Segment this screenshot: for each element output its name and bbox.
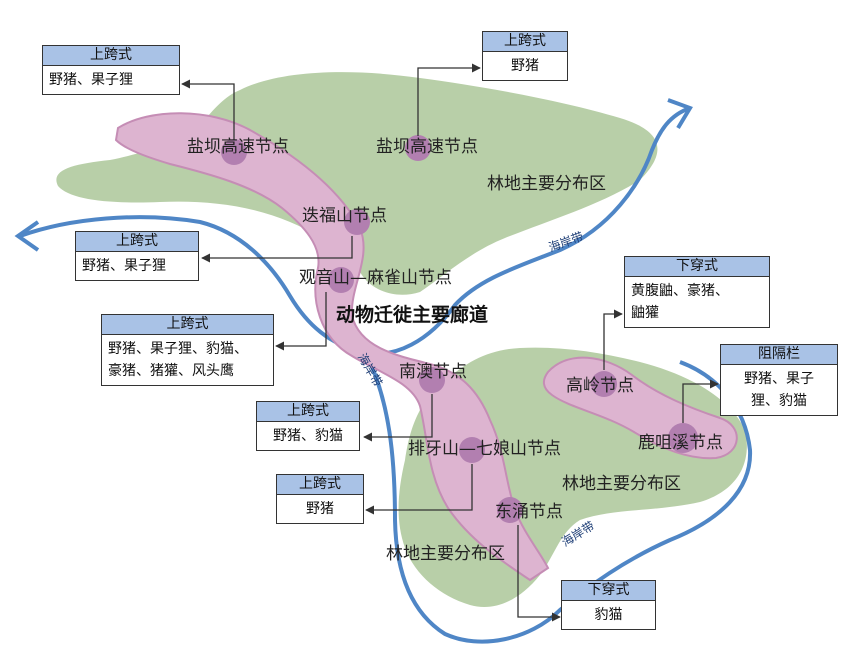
callout-species: 豹猫 bbox=[594, 607, 623, 623]
callout-species: 野猪、果子狸、豹猫、 豪猪、猪獾、风头鹰 bbox=[102, 335, 273, 385]
node-marker-yantian-east bbox=[405, 135, 431, 161]
forest-label-south: 林地主要分布区 bbox=[386, 544, 505, 564]
node-marker-dongchong bbox=[497, 497, 523, 523]
callout-species: 野猪 bbox=[306, 501, 334, 517]
coastline-south bbox=[363, 351, 753, 644]
node-marker-luzuixi bbox=[668, 423, 698, 453]
callout-type: 上跨式 bbox=[483, 32, 567, 52]
leader-line-5 bbox=[363, 394, 433, 442]
callout-species: 野猪、果子狸 bbox=[82, 258, 166, 274]
leader-line-1 bbox=[181, 79, 235, 140]
callout-type: 下穿式 bbox=[625, 257, 769, 277]
node-label-nanao: 南澳节点 bbox=[399, 362, 467, 382]
coastline-north bbox=[19, 106, 691, 356]
leader-line-8 bbox=[682, 379, 719, 423]
node-marker-yantian-west bbox=[221, 139, 247, 165]
leader-line-7 bbox=[603, 309, 623, 370]
callout-box-4: 上跨式 野猪、果子狸、豹猫、 豪猪、猪獾、风头鹰 bbox=[101, 314, 274, 386]
leader-line-9 bbox=[517, 525, 561, 622]
forest-label-east: 林地主要分布区 bbox=[562, 474, 681, 494]
callout-type: 上跨式 bbox=[257, 402, 359, 422]
leader-line-2 bbox=[417, 63, 481, 136]
callout-type: 下穿式 bbox=[562, 581, 655, 601]
callout-species-line: 野猪、果子 bbox=[744, 371, 814, 387]
callout-box-8: 阻隔栏 野猪、果子 狸、豹猫 bbox=[720, 344, 838, 416]
callout-type: 上跨式 bbox=[43, 46, 179, 66]
leader-line-6 bbox=[365, 464, 473, 515]
callout-species-line: 鼬獾 bbox=[631, 305, 659, 321]
callout-species: 野猪、果子 狸、豹猫 bbox=[721, 365, 837, 415]
callout-species-line: 狸、豹猫 bbox=[751, 393, 807, 409]
node-label-yantian-east: 盐坝高速节点 bbox=[376, 137, 478, 157]
callout-species: 野猪、果子狸 bbox=[49, 72, 133, 88]
callout-type: 上跨式 bbox=[76, 232, 198, 252]
callout-species-line: 豪猪、猪獾、风头鹰 bbox=[108, 363, 234, 379]
node-marker-gaoling bbox=[591, 371, 617, 397]
callout-box-9: 下穿式 豹猫 bbox=[561, 580, 656, 630]
callout-box-7: 下穿式 黄腹鼬、豪猪、 鼬獾 bbox=[624, 256, 770, 328]
callout-type: 上跨式 bbox=[102, 315, 273, 335]
callout-species: 野猪 bbox=[511, 58, 539, 74]
node-marker-diefu bbox=[344, 209, 370, 235]
node-label-paiya: 排牙山—七娘山节点 bbox=[408, 439, 561, 459]
coastline-north-arrow bbox=[667, 98, 693, 130]
callout-box-3: 上跨式 野猪、果子狸 bbox=[75, 231, 199, 281]
node-label-diefu: 迭福山节点 bbox=[302, 206, 387, 226]
forest-label-north: 林地主要分布区 bbox=[487, 174, 606, 194]
node-marker-guanyin bbox=[328, 267, 354, 293]
coastline-north-arrow-west bbox=[14, 220, 40, 252]
callout-box-5: 上跨式 野猪、豹猫 bbox=[256, 401, 360, 451]
callout-species: 野猪、豹猫 bbox=[273, 428, 343, 444]
callout-species-line: 黄腹鼬、豪猪、 bbox=[631, 283, 729, 299]
leader-line-4 bbox=[275, 292, 327, 351]
node-label-gaoling: 高岭节点 bbox=[566, 376, 634, 396]
node-label-guanyin: 观音山—麻雀山节点 bbox=[299, 268, 452, 288]
node-label-yantian-west: 盐坝高速节点 bbox=[187, 137, 289, 157]
callout-species-line: 野猪、果子狸、豹猫、 bbox=[108, 341, 248, 357]
callout-type: 阻隔栏 bbox=[721, 345, 837, 365]
node-marker-nanao bbox=[419, 367, 445, 393]
node-label-dongchong: 东涌节点 bbox=[495, 502, 563, 522]
node-marker-paiya bbox=[459, 437, 485, 463]
map-title: 动物迁徙主要廊道 bbox=[336, 304, 489, 326]
callout-species: 黄腹鼬、豪猪、 鼬獾 bbox=[625, 277, 769, 327]
node-label-luzuixi: 鹿咀溪节点 bbox=[638, 433, 723, 453]
callout-box-1: 上跨式 野猪、果子狸 bbox=[42, 45, 180, 95]
callout-type: 上跨式 bbox=[277, 475, 363, 495]
leader-line-3 bbox=[201, 236, 353, 263]
callout-box-2: 上跨式 野猪 bbox=[482, 31, 568, 81]
callout-box-6: 上跨式 野猪 bbox=[276, 474, 364, 524]
